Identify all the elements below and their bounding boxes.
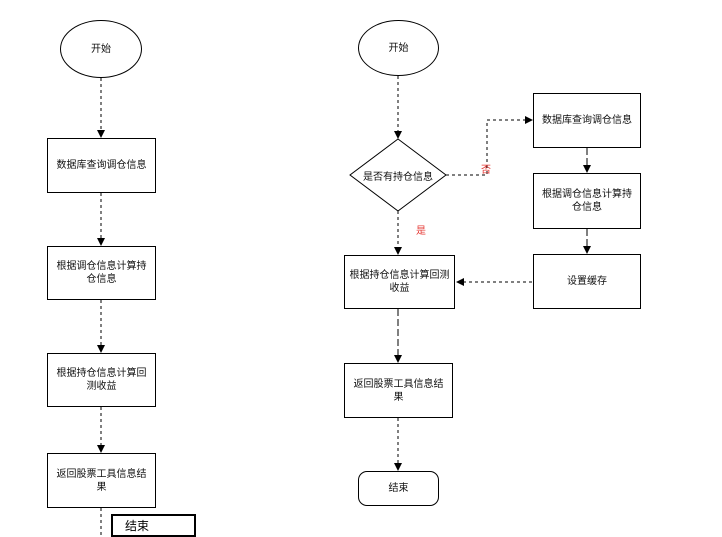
right-query-node: 数据库查询调仓信息: [533, 93, 641, 148]
right-result-node: 返回股票工具信息结果: [344, 363, 453, 418]
left-start-node: 开始: [60, 20, 142, 78]
left-calc-return-node: 根据持仓信息计算回测收益: [47, 353, 156, 407]
right-start-node: 开始: [358, 20, 439, 76]
left-end-label: 结束: [111, 514, 196, 537]
right-end-node: 结束: [358, 471, 439, 506]
right-calc-hold-node: 根据调仓信息计算持仓信息: [533, 173, 641, 229]
right-set-cache-node: 设置缓存: [533, 254, 641, 309]
right-calc-return-node: 根据持仓信息计算回测收益: [344, 255, 455, 309]
decision-no-label: 否: [481, 165, 491, 176]
left-calc-hold-node: 根据调仓信息计算持仓信息: [47, 246, 156, 300]
left-result-node: 返回股票工具信息结果: [47, 453, 156, 508]
decision-diamond: [349, 138, 447, 212]
connector-right-decision-no-to-query: [446, 116, 533, 176]
decision-yes-label: 是: [416, 226, 426, 237]
left-query-node: 数据库查询调仓信息: [47, 138, 156, 193]
decision-label: 是否有持仓信息: [363, 171, 433, 183]
